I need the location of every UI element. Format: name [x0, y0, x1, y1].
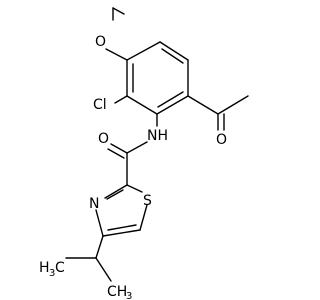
methoxy-oxygen-label: O — [95, 34, 106, 50]
atom-labels: O Cl NH O O N S H 3 C CH 3 — [39, 34, 227, 300]
bond-ring-2 — [159, 41, 189, 61]
acetyl-oxygen-label: O — [216, 132, 227, 148]
chlorine-label: Cl — [93, 97, 107, 113]
bond-amide-o-b — [107, 148, 125, 159]
bond-thz-c5-s — [139, 204, 148, 231]
bond-ch-right-methyl — [95, 257, 112, 282]
bond-thz-c2-n — [104, 184, 128, 199]
bond-thz-c4-c5-inner — [107, 224, 137, 231]
amide-oxygen-label: O — [98, 131, 109, 147]
left-methyl-subscript: 3 — [49, 268, 55, 279]
bond-ring-5 — [126, 95, 158, 115]
thiazole-sulfur-label: S — [143, 193, 152, 209]
left-methyl-h-label: H — [39, 260, 50, 276]
bonds — [65, 7, 249, 282]
bond-acetyl-methyl — [217, 95, 249, 115]
bond-nh-carbonyl — [126, 141, 148, 154]
bond-thz-s-c2 — [126, 184, 143, 193]
bond-methyl-o-b — [112, 7, 125, 15]
thiazole-nitrogen-label: N — [89, 196, 99, 212]
bond-ring-4-inner — [157, 91, 184, 108]
bond-amide-o-a — [110, 143, 128, 154]
bond-c4-ch — [95, 235, 104, 259]
bond-ring-1 — [126, 41, 161, 61]
bond-ring-4 — [156, 95, 189, 115]
bond-thz-n-c4 — [95, 209, 104, 237]
bond-ring-cl — [114, 95, 128, 104]
amine-label: NH — [147, 128, 168, 144]
left-methyl-c-label: C — [55, 260, 65, 276]
bond-o-ring — [105, 48, 128, 61]
bond-thz-c2-n-inner — [106, 189, 124, 200]
bond-ring-acetyl — [187, 95, 219, 115]
bond-thz-c4-c5 — [102, 229, 141, 237]
molecule-diagram: O Cl NH O O N S H 3 C CH 3 — [39, 7, 249, 300]
right-methyl-subscript: 3 — [126, 291, 132, 300]
bond-ring-2-inner — [161, 48, 184, 64]
right-methyl-label: CH — [107, 284, 127, 300]
